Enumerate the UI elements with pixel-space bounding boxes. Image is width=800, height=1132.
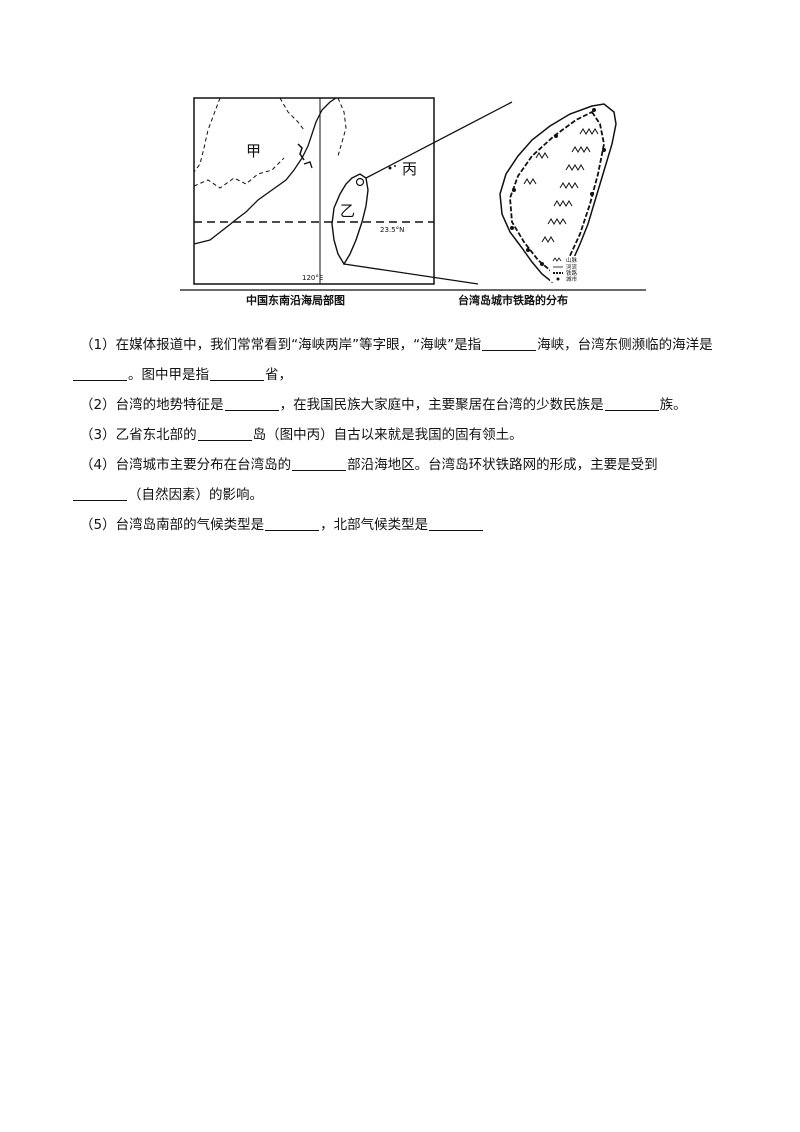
left-map-caption: 中国东南沿海局部图 (246, 293, 345, 307)
ring-railway (509, 110, 605, 274)
legend-mountain-symbol (552, 257, 562, 262)
question-1-continued: 。图中甲是指 省， (72, 360, 732, 390)
question-5: （5）台湾岛南部的气候类型是 ，北部气候类型是 (72, 510, 732, 540)
question-3: （3）乙省东北部的 岛（图中丙）自古以来就是我国的固有领土。 (72, 420, 732, 450)
label-bing: 丙 (402, 160, 417, 178)
coastal-islands (297, 143, 305, 161)
question-number: （5） (80, 517, 116, 533)
answer-blank[interactable] (292, 456, 347, 471)
taiwan-zoom-outline (499, 103, 617, 283)
question-number: （4） (80, 457, 116, 473)
cities (510, 108, 606, 266)
question-text: 岛（图中丙）自古以来就是我国的固有领土。 (252, 427, 523, 443)
map-legend: 山脉 河流 铁路 城市 (550, 256, 602, 283)
zoom-connector-top (365, 101, 513, 179)
question-text: （自然因素）的影响。 (128, 487, 263, 503)
legend-railway: 铁路 (566, 269, 578, 277)
left-map-frame (193, 97, 435, 285)
answer-blank[interactable] (429, 516, 484, 531)
question-list: （1）在媒体报道中，我们常常看到“海峡两岸”等字眼，“海峡”是指 海峡，台湾东侧濒… (72, 330, 732, 540)
question-text: 台湾城市主要分布在台湾岛的 (115, 457, 292, 473)
answer-blank[interactable] (210, 366, 264, 381)
answer-blank[interactable] (604, 396, 659, 411)
question-number: （2） (80, 397, 116, 413)
question-4-continued: （自然因素）的影响。 (72, 480, 732, 510)
answer-blank[interactable] (73, 486, 127, 501)
question-text: 海峡，台湾东侧濒临的海洋是 (537, 337, 713, 353)
taipei-dot (355, 177, 365, 187)
question-text: 台湾岛南部的气候类型是 (115, 517, 265, 533)
question-text: ，在我国民族大家庭中，主要聚居在台湾的少数民族是 (279, 397, 604, 413)
answer-blank[interactable] (482, 336, 537, 351)
diaoyu-islands (388, 166, 392, 170)
question-text: 部沿海地区。台湾岛环状铁路网的形成，主要是受到 (347, 457, 658, 473)
legend-city-symbol (556, 277, 560, 281)
question-number: （1） (80, 337, 116, 353)
mainland-coastline (193, 97, 337, 245)
question-text: ，北部气候类型是 (320, 517, 429, 533)
province-border (279, 97, 305, 131)
longitude-label: 120°E (302, 274, 323, 282)
question-2: （2）台湾的地势特征是 ，在我国民族大家庭中，主要聚居在台湾的少数民族是 族。 (72, 390, 732, 420)
right-map: 山脉 河流 铁路 城市 (499, 103, 617, 283)
legend-mountain: 山脉 (566, 256, 578, 264)
zoom-connector-bottom (343, 263, 479, 285)
answer-blank[interactable] (197, 426, 252, 441)
label-yi: 乙 (340, 202, 355, 220)
map-figure-svg: 甲 乙 丙 23.5°N 120°E (180, 97, 646, 307)
answer-blank[interactable] (73, 366, 127, 381)
province-border (193, 157, 285, 189)
province-border (337, 97, 347, 157)
label-jia: 甲 (246, 142, 261, 160)
question-text: 乙省东北部的 (115, 427, 197, 443)
question-4: （4）台湾城市主要分布在台湾岛的 部沿海地区。台湾岛环状铁路网的形成，主要是受到 (72, 450, 732, 480)
question-number: （3） (80, 427, 116, 443)
legend-city: 城市 (566, 275, 578, 283)
question-text: 在媒体报道中，我们常常看到“海峡两岸”等字眼，“海峡”是指 (115, 337, 482, 353)
diaoyu-islands (394, 165, 396, 167)
taiwan-island (331, 173, 369, 266)
question-text: 。图中甲是指 (128, 367, 209, 383)
answer-blank[interactable] (224, 396, 279, 411)
legend-river: 河流 (566, 263, 578, 271)
latitude-label: 23.5°N (380, 226, 404, 234)
mountain-ranges (523, 128, 599, 243)
question-1: （1）在媒体报道中，我们常常看到“海峡两岸”等字眼，“海峡”是指 海峡，台湾东侧濒… (72, 330, 732, 360)
coastal-islands (303, 161, 313, 169)
left-map: 甲 乙 丙 23.5°N 120°E (193, 97, 435, 285)
right-map-caption: 台湾岛城市铁路的分布 (458, 293, 568, 307)
question-text: 台湾的地势特征是 (115, 397, 224, 413)
map-figure: 甲 乙 丙 23.5°N 120°E (180, 94, 646, 310)
question-text: 省， (265, 367, 292, 383)
province-border (193, 97, 221, 173)
question-text: 族。 (659, 397, 687, 413)
answer-blank[interactable] (265, 516, 320, 531)
